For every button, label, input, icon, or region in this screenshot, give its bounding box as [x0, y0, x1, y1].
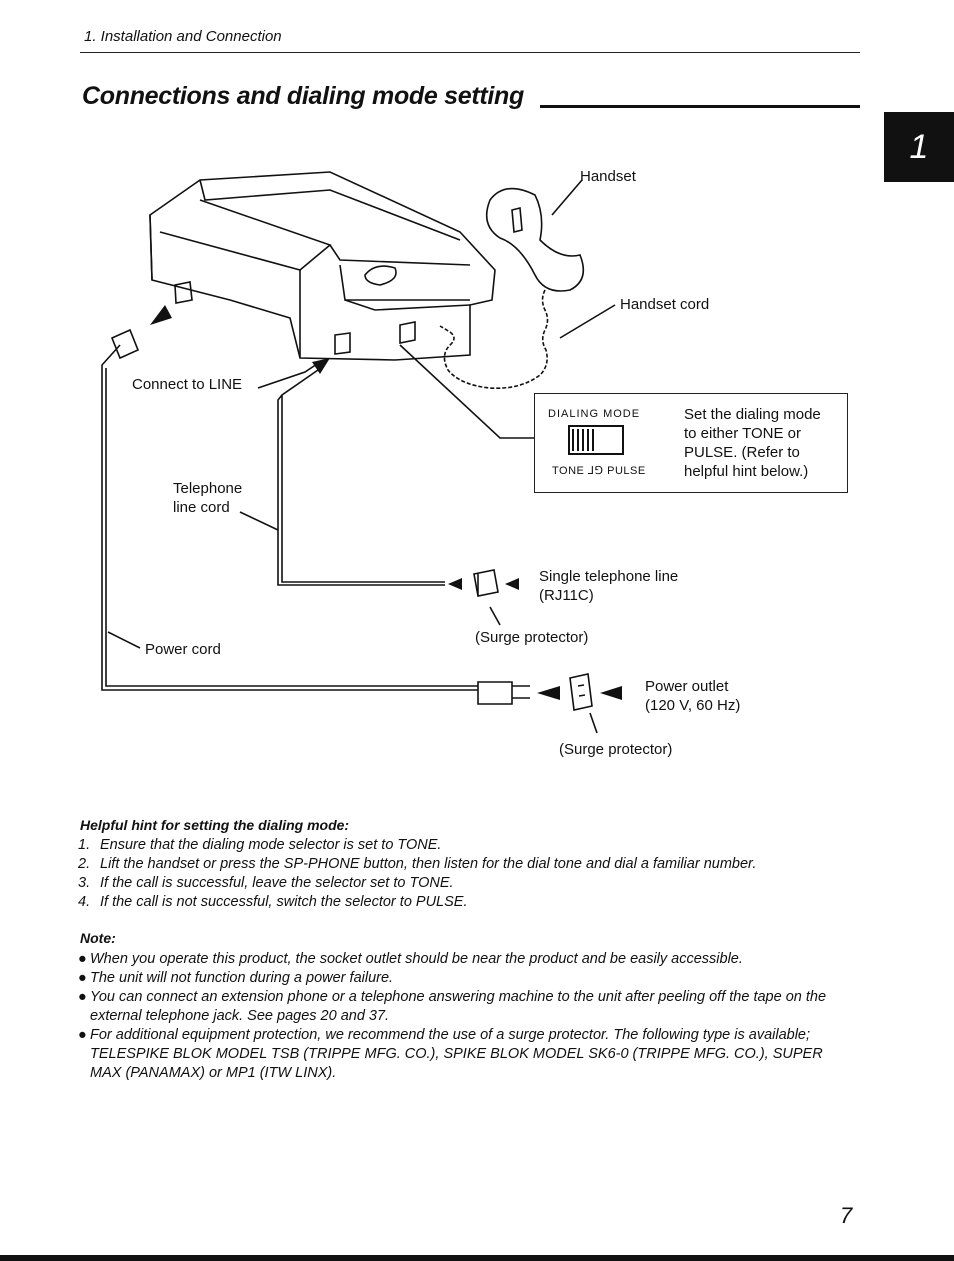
- list-item: 4. If the call is not successful, switch …: [78, 893, 858, 912]
- handset-cord-illustration: [439, 289, 549, 390]
- bullet-icon: ●: [78, 970, 87, 986]
- item-text: When you operate this product, the socke…: [90, 951, 743, 967]
- item-number: 2.: [78, 856, 91, 872]
- list-item: 1. Ensure that the dialing mode selector …: [78, 836, 858, 855]
- desc-line: to either TONE or: [684, 425, 801, 442]
- telephone-line-cord-illustration: [277, 369, 445, 586]
- item-text: You can connect an extension phone or a …: [90, 989, 827, 1024]
- connect-to-line-label: Connect to LINE: [132, 376, 243, 393]
- single-line-label: Single telephone line: [539, 568, 679, 585]
- helpful-hint-list: 1. Ensure that the dialing mode selector …: [78, 836, 858, 912]
- surge-protector-label: (Surge protector): [475, 629, 589, 646]
- power-cord-illustration: [101, 344, 478, 691]
- power-outlet-label-2: (120 V, 60 Hz): [645, 697, 741, 714]
- handset-cord-label: Handset cord: [620, 296, 710, 313]
- list-item: ●The unit will not function during a pow…: [78, 969, 838, 988]
- fax-machine-illustration: [149, 171, 496, 361]
- switch-knob-icon: [572, 429, 594, 451]
- power-plug-icon: [477, 681, 530, 705]
- page-title: Connections and dialing mode setting: [82, 82, 524, 110]
- note-list: ●When you operate this product, the sock…: [78, 950, 838, 1083]
- running-header: 1. Installation and Connection: [84, 28, 282, 45]
- handset-illustration: [485, 187, 585, 292]
- single-line-label-2: (RJ11C): [539, 587, 594, 604]
- item-text: The unit will not function during a powe…: [90, 970, 394, 986]
- phone-jack-icon: [473, 569, 499, 597]
- item-text: If the call is not successful, switch th…: [100, 894, 468, 910]
- item-text: Ensure that the dialing mode selector is…: [100, 837, 442, 853]
- item-text: For additional equipment protection, we …: [90, 1027, 823, 1081]
- page-number: 7: [840, 1203, 853, 1228]
- list-item: ●You can connect an extension phone or a…: [78, 988, 838, 1026]
- dialing-mode-switch: [568, 425, 624, 455]
- power-cord-label: Power cord: [145, 641, 221, 658]
- desc-line: Set the dialing mode: [684, 406, 821, 423]
- helpful-hint-title: Helpful hint for setting the dialing mod…: [80, 817, 350, 833]
- handset-label: Handset: [580, 168, 636, 185]
- desc-line: helpful hint below.): [684, 463, 809, 480]
- desc-line: PULSE. (Refer to: [684, 444, 800, 461]
- item-number: 4.: [78, 894, 91, 910]
- list-item: 2. Lift the handset or press the SP-PHONE…: [78, 855, 858, 874]
- tone-pulse-label: TONE ⅃⅁ PULSE: [552, 465, 646, 477]
- chapter-tab: 1: [884, 112, 954, 182]
- list-item: ●For additional equipment protection, we…: [78, 1026, 838, 1083]
- wall-outlet-icon: [569, 673, 593, 711]
- telephone-line-cord-label-2: line cord: [173, 499, 230, 516]
- dialing-mode-box: [534, 393, 848, 493]
- list-item: ●When you operate this product, the sock…: [78, 950, 838, 969]
- fax-connection-diagram: [101, 171, 622, 734]
- bullet-icon: ●: [78, 989, 87, 1005]
- item-text: If the call is successful, leave the sel…: [100, 875, 454, 891]
- item-text: Lift the handset or press the SP-PHONE b…: [100, 856, 757, 872]
- note-title: Note:: [80, 930, 116, 946]
- bullet-icon: ●: [78, 1027, 87, 1043]
- header-rule: [80, 52, 860, 53]
- title-rule: [540, 105, 860, 108]
- surge-protector-label-2: (Surge protector): [559, 741, 673, 758]
- telephone-line-cord-label: Telephone: [173, 480, 243, 497]
- list-item: 3. If the call is successful, leave the s…: [78, 874, 858, 893]
- power-outlet-label: Power outlet: [645, 678, 729, 695]
- bullet-icon: ●: [78, 951, 87, 967]
- dialing-mode-title: DIALING MODE: [548, 408, 641, 420]
- dialing-mode-description: Set the dialing mode to either TONE or P…: [684, 405, 821, 481]
- bottom-rule: [0, 1255, 954, 1261]
- item-number: 1.: [78, 837, 91, 853]
- item-number: 3.: [78, 875, 91, 891]
